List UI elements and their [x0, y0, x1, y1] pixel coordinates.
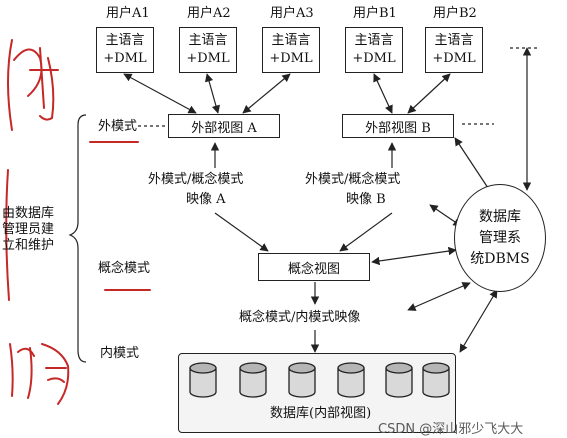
user-a1-label: 用户A1: [106, 6, 150, 21]
user-a3-line2: +DML: [269, 51, 313, 66]
user-a3-line1: 主语言: [271, 33, 311, 48]
user-a2-line2: +DML: [186, 51, 230, 66]
red-scribble-bottom: [9, 343, 70, 405]
side-note-line3: 立和维护: [2, 238, 55, 253]
cylinder-icon: [337, 362, 365, 398]
user-b1-line1: 主语言: [354, 33, 394, 48]
arrow-db-dbms: [459, 289, 498, 353]
user-a3-box: 主语言 +DML: [262, 27, 320, 73]
user-a2-line1: 主语言: [188, 33, 228, 48]
arrow-b2-view-b: [407, 73, 451, 114]
left-brace: [68, 114, 87, 363]
external-view-a: 外部视图 A: [168, 114, 280, 138]
arrow-a2-view-a: [205, 73, 220, 114]
level-external: 外模式: [98, 119, 138, 134]
mapping-b-line1: 外模式/概念模式: [305, 172, 401, 187]
dbms-line2: 管理系: [479, 229, 521, 246]
user-a1-box: 主语言 +DML: [96, 27, 154, 73]
user-a1-line2: +DML: [103, 51, 147, 66]
cylinder-icon: [385, 362, 413, 398]
cylinder-icon: [239, 362, 267, 398]
user-b2-line2: +DML: [432, 51, 476, 66]
arrow-view-b-dbms: [454, 137, 493, 195]
user-b1-box: 主语言 +DML: [345, 27, 403, 73]
user-b2-line1: 主语言: [434, 33, 474, 48]
level-internal: 内模式: [100, 346, 140, 361]
user-b1-label: 用户B1: [353, 6, 397, 21]
dbms-circle: 数据库 管理系 统DBMS: [454, 184, 546, 292]
arrow-b1-view-b: [373, 73, 393, 114]
arrow-mapping-a-concept: [214, 212, 269, 252]
level-conceptual: 概念模式: [98, 261, 151, 276]
cylinder-icon: [288, 362, 316, 398]
red-scribble-top: [7, 39, 59, 131]
user-b2-label: 用户B2: [433, 6, 477, 21]
mapping-a-line1: 外模式/概念模式: [148, 172, 244, 187]
side-note-line1: 由数据库: [2, 206, 55, 221]
user-a2-box: 主语言 +DML: [179, 27, 237, 73]
dbms-line1: 数据库: [479, 208, 521, 225]
arrow-cimapping-dbms: [407, 282, 471, 311]
watermark: CSDN @深山邪少飞大大: [378, 422, 524, 437]
side-note-line2: 管理员建: [2, 222, 55, 237]
external-view-b: 外部视图 B: [342, 114, 454, 138]
cylinder-icon: [422, 362, 450, 398]
arrow-concept-dbms: [371, 246, 457, 266]
mapping-a-line2: 映像 A: [186, 192, 226, 207]
arrow-a3-view-a: [242, 73, 291, 114]
red-scribble-left: [5, 169, 10, 301]
user-b2-box: 主语言 +DML: [425, 27, 483, 73]
cylinder-icon: [189, 362, 217, 398]
mapping-b-line2: 映像 B: [346, 192, 386, 207]
mapping-concept-internal: 概念模式/内模式映像: [239, 310, 361, 325]
user-a3-label: 用户A3: [270, 6, 314, 21]
arrow-mapping-b-concept: [339, 212, 393, 252]
arrow-a1-view-a: [123, 73, 197, 114]
user-b1-line2: +DML: [352, 51, 396, 66]
user-a2-label: 用户A2: [187, 6, 231, 21]
conceptual-view: 概念视图: [258, 253, 370, 281]
user-a1-line1: 主语言: [105, 33, 145, 48]
database-label: 数据库(内部视图): [270, 406, 372, 421]
dbms-line3: 统DBMS: [470, 250, 530, 267]
